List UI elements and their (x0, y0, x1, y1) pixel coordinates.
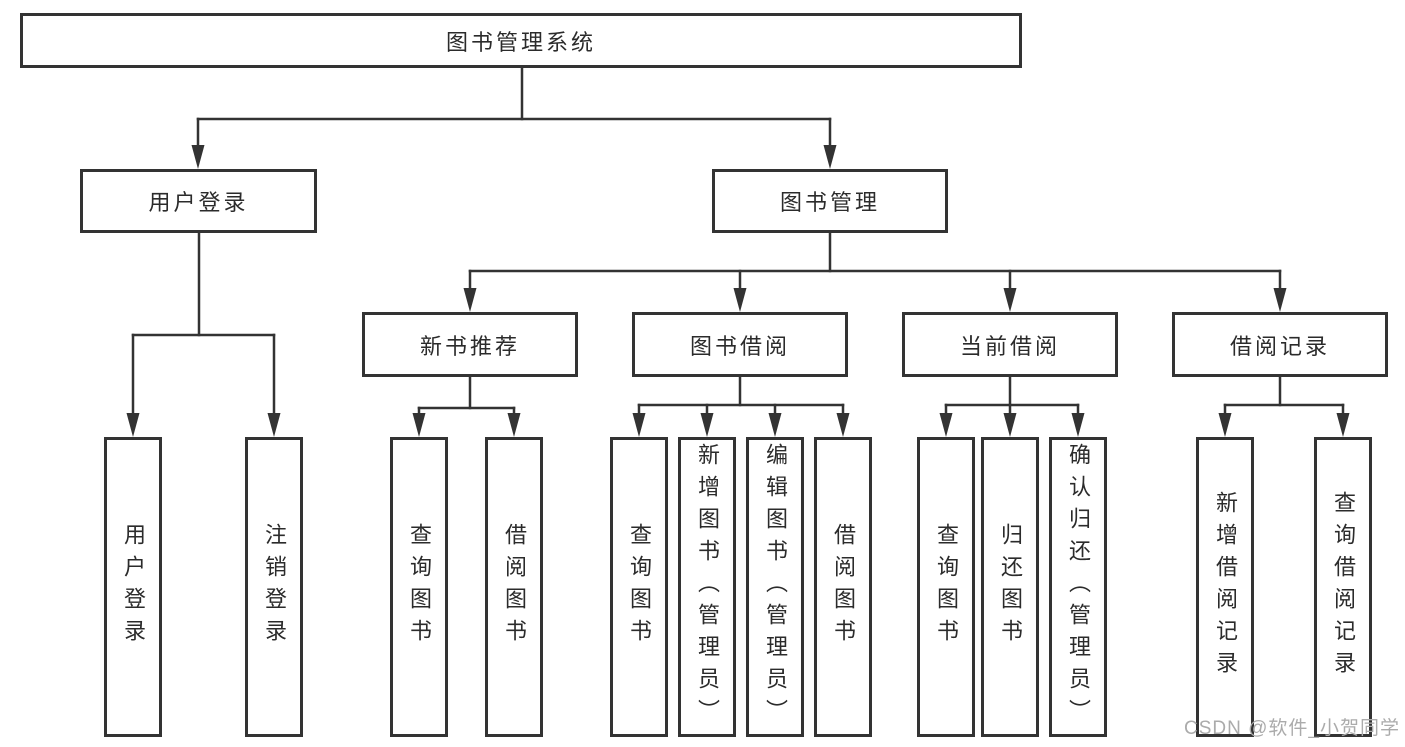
watermark: CSDN @软件_小贺同学 (1184, 718, 1400, 739)
arrowhead-icon (1273, 288, 1287, 312)
root-node-library-system: 图书管理系统 (20, 13, 1022, 68)
node-new-book-recommend: 新书推荐 (362, 312, 578, 377)
leaf-logout-label: 注销登录 (262, 523, 287, 651)
arrowhead-icon (1003, 288, 1017, 312)
leaf-edit-books-admin: 编辑图书（管理员） (746, 437, 804, 737)
leaf-borrow-books-label: 借阅图书 (831, 523, 856, 651)
arrowhead-icon (1003, 413, 1017, 437)
arrowhead-icon (507, 413, 521, 437)
root-label: 图书管理系统 (445, 29, 596, 55)
arrowhead-icon (836, 413, 850, 437)
node-current-borrowing-label: 当前借阅 (959, 333, 1060, 359)
node-borrowing-records: 借阅记录 (1172, 312, 1388, 377)
leaf-confirm-return-admin: 确认归还（管理员） (1049, 437, 1107, 737)
leaf-borrow-books-recommend: 借阅图书 (485, 437, 543, 737)
leaf-borrow-books: 借阅图书 (814, 437, 872, 737)
arrowhead-icon (632, 413, 646, 437)
leaf-confirm-return-admin-label: 确认归还（管理员） (1066, 443, 1091, 731)
leaf-return-books: 归还图书 (981, 437, 1039, 737)
leaf-query-books-recommend: 查询图书 (390, 437, 448, 737)
leaf-query-borrow-record: 查询借阅记录 (1314, 437, 1372, 737)
node-new-book-recommend-label: 新书推荐 (419, 333, 520, 359)
node-book-borrowing-label: 图书借阅 (689, 333, 790, 359)
node-user-login: 用户登录 (80, 169, 317, 233)
arrowhead-icon (768, 413, 782, 437)
arrowhead-icon (191, 145, 205, 169)
arrowhead-icon (1218, 413, 1232, 437)
arrowhead-icon (1336, 413, 1350, 437)
arrowhead-icon (939, 413, 953, 437)
leaf-edit-books-admin-label: 编辑图书（管理员） (763, 443, 788, 731)
arrowhead-icon (126, 413, 140, 437)
leaf-user-login-label: 用户登录 (121, 523, 146, 651)
node-borrowing-records-label: 借阅记录 (1229, 333, 1330, 359)
leaf-add-books-admin-label: 新增图书（管理员） (695, 443, 720, 731)
leaf-user-login: 用户登录 (104, 437, 162, 737)
leaf-add-borrow-record: 新增借阅记录 (1196, 437, 1254, 737)
arrowhead-icon (267, 413, 281, 437)
leaf-query-books-current: 查询图书 (917, 437, 975, 737)
node-current-borrowing: 当前借阅 (902, 312, 1118, 377)
node-book-borrowing: 图书借阅 (632, 312, 848, 377)
arrowhead-icon (733, 288, 747, 312)
node-user-login-label: 用户登录 (148, 190, 249, 215)
node-book-management-label: 图书管理 (779, 190, 880, 215)
leaf-query-borrow-record-label: 查询借阅记录 (1331, 491, 1356, 683)
leaf-add-borrow-record-label: 新增借阅记录 (1213, 491, 1238, 683)
node-book-management: 图书管理 (712, 169, 948, 233)
leaf-query-books-current-label: 查询图书 (934, 523, 959, 651)
leaf-logout: 注销登录 (245, 437, 303, 737)
leaf-query-books-recommend-label: 查询图书 (407, 523, 432, 651)
arrowhead-icon (700, 413, 714, 437)
arrowhead-icon (1071, 413, 1085, 437)
leaf-add-books-admin: 新增图书（管理员） (678, 437, 736, 737)
arrowhead-icon (823, 145, 837, 169)
leaf-query-books-borrow-label: 查询图书 (627, 523, 652, 651)
arrowhead-icon (463, 288, 477, 312)
leaf-query-books-borrow: 查询图书 (610, 437, 668, 737)
arrowhead-icon (412, 413, 426, 437)
leaf-borrow-books-recommend-label: 借阅图书 (502, 523, 527, 651)
leaf-return-books-label: 归还图书 (998, 523, 1023, 651)
